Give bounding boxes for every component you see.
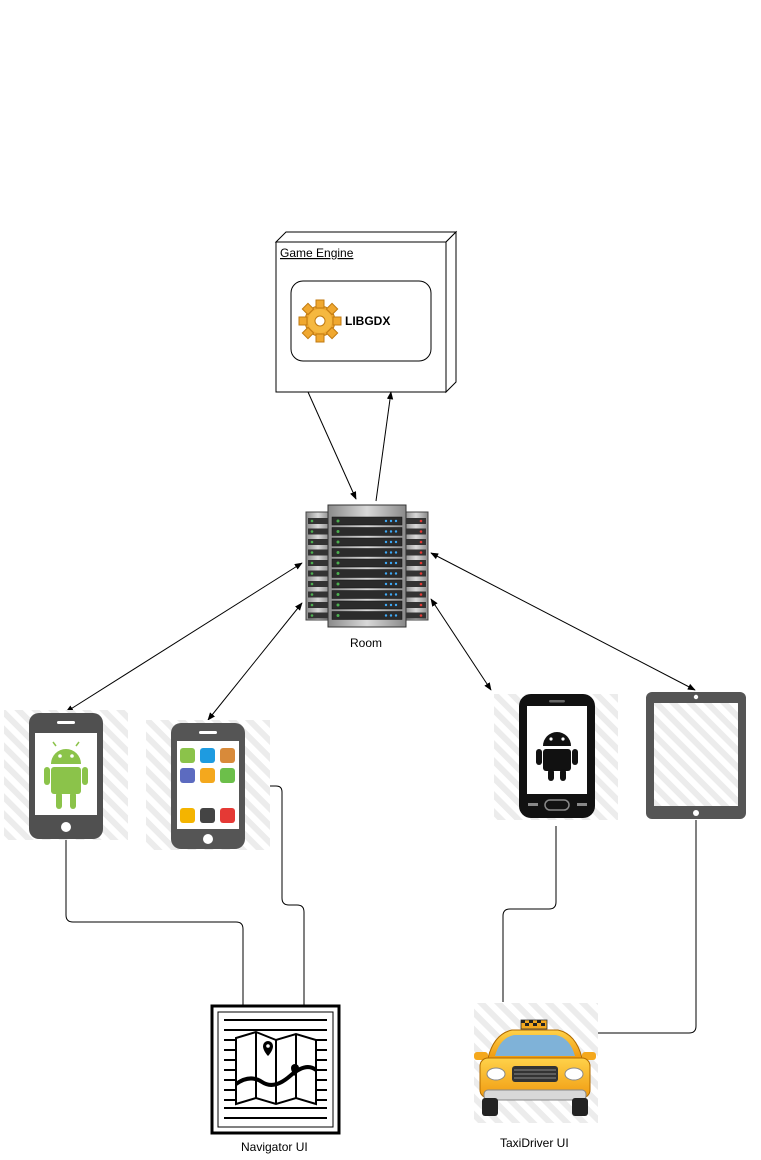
- arrow-engine-to-room: [307, 391, 357, 500]
- arrow-room-android: [65, 562, 303, 713]
- libgdx-component: LIBGDX: [290, 280, 432, 362]
- line-android-navigator: [65, 838, 244, 1005]
- android-phone-dark-icon: [519, 694, 595, 818]
- android-robot-dark-icon: [536, 732, 578, 781]
- android-phone-icon: [29, 713, 103, 839]
- map-icon: [210, 1004, 341, 1135]
- line-iphone-navigator: [270, 785, 305, 1005]
- line-tablet-taxi: [598, 820, 697, 1034]
- gear-icon: [298, 299, 342, 343]
- taxi-icon: [474, 1019, 596, 1116]
- android-phone-device: [4, 710, 128, 840]
- navigator-ui: Navigator UI: [210, 1004, 341, 1154]
- iphone-device: [146, 720, 270, 850]
- navigator-ui-label: Navigator UI: [241, 1140, 308, 1154]
- tablet-device: [646, 692, 746, 819]
- app-grid-icon: [180, 748, 235, 823]
- libgdx-label: LIBGDX: [345, 314, 390, 328]
- game-engine-node: Game Engine LIBGDX: [274, 230, 458, 394]
- taxidriver-ui: TaxiDriver UI: [474, 1003, 598, 1150]
- server-rack-icon: [305, 504, 429, 628]
- arrow-room-black-phone: [430, 598, 492, 691]
- arrow-room-iphone: [207, 602, 303, 721]
- android-robot-icon: [44, 741, 88, 809]
- tablet-icon: [646, 692, 746, 819]
- game-engine-title: Game Engine: [280, 246, 354, 260]
- iphone-icon: [171, 723, 245, 849]
- room-label: Room: [350, 636, 382, 650]
- arrow-room-to-engine: [375, 391, 394, 502]
- arrow-room-tablet: [430, 552, 696, 691]
- line-blackphone-taxi: [502, 826, 557, 1002]
- connectors: [65, 391, 697, 1034]
- taxidriver-ui-label: TaxiDriver UI: [500, 1136, 569, 1150]
- black-android-phone-device: [494, 694, 618, 820]
